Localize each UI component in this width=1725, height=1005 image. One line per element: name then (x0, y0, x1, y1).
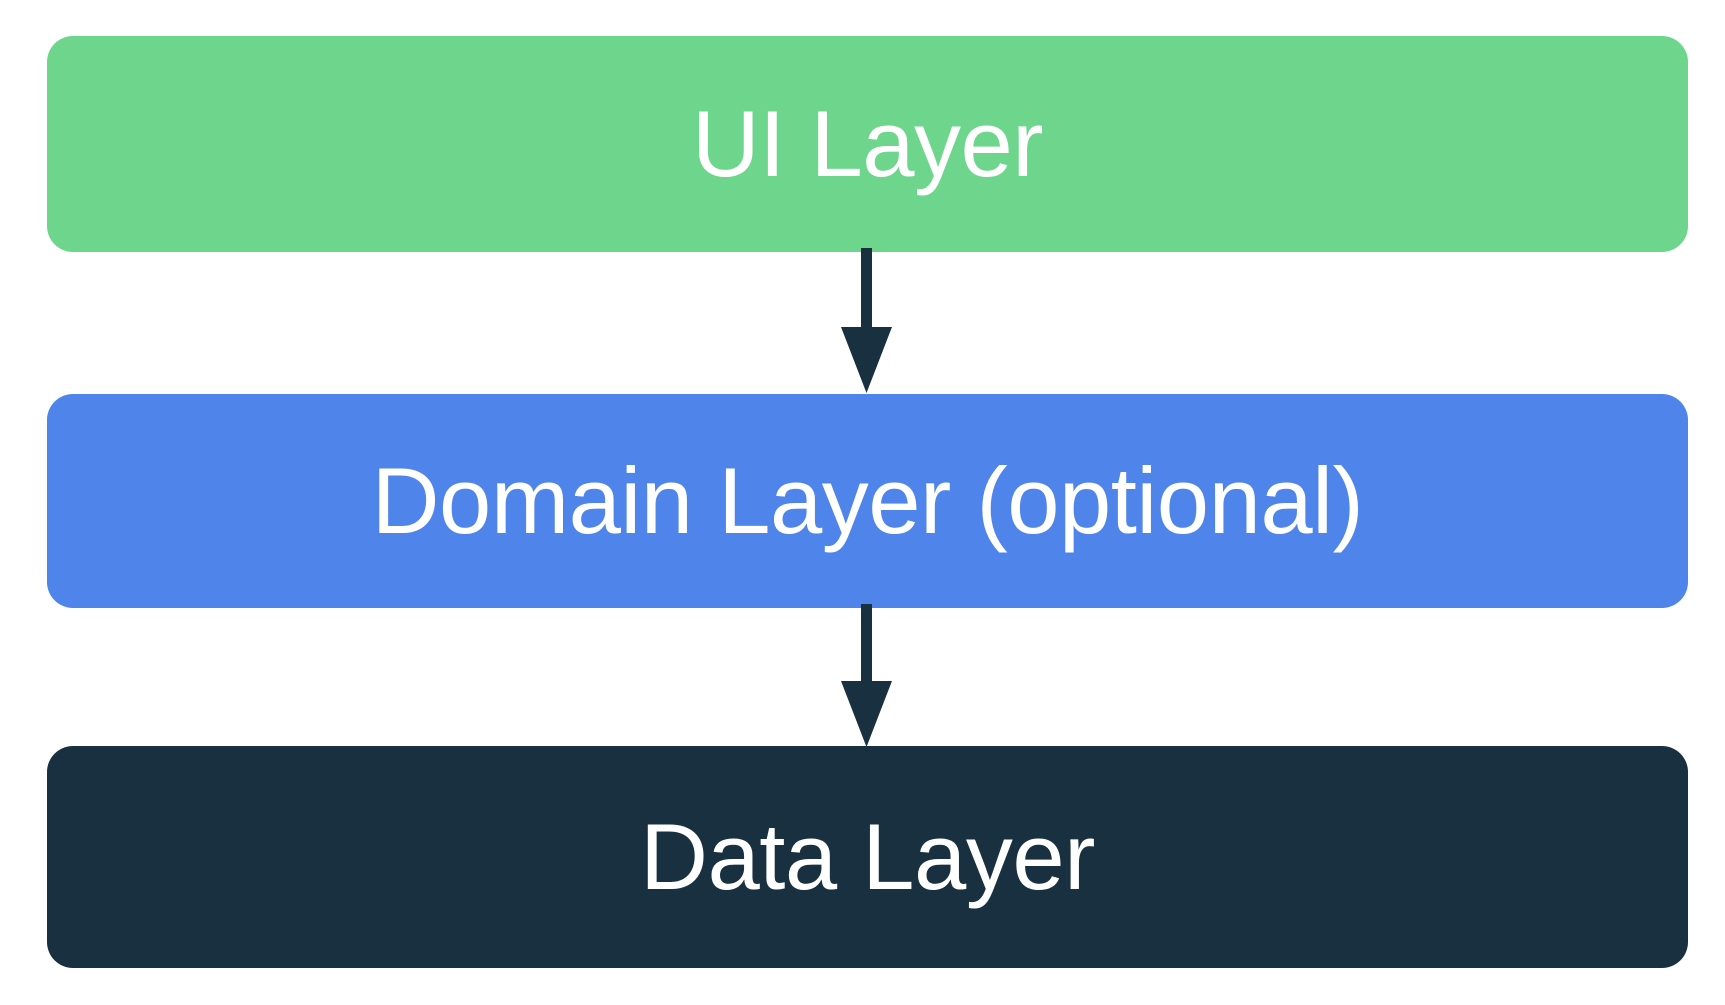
layer-label-data: Data Layer (640, 804, 1095, 909)
down-arrow-icon (841, 604, 892, 747)
down-arrow-icon (841, 248, 892, 393)
arrow-ui-to-domain (0, 248, 1725, 398)
layer-box-data[interactable]: Data Layer (47, 746, 1688, 968)
layer-box-domain[interactable]: Domain Layer (optional) (47, 394, 1688, 608)
arrow-domain-to-data (0, 604, 1725, 752)
layer-box-ui[interactable]: UI Layer (47, 36, 1688, 252)
layer-label-domain: Domain Layer (optional) (371, 448, 1364, 553)
layer-label-ui: UI Layer (691, 91, 1044, 196)
